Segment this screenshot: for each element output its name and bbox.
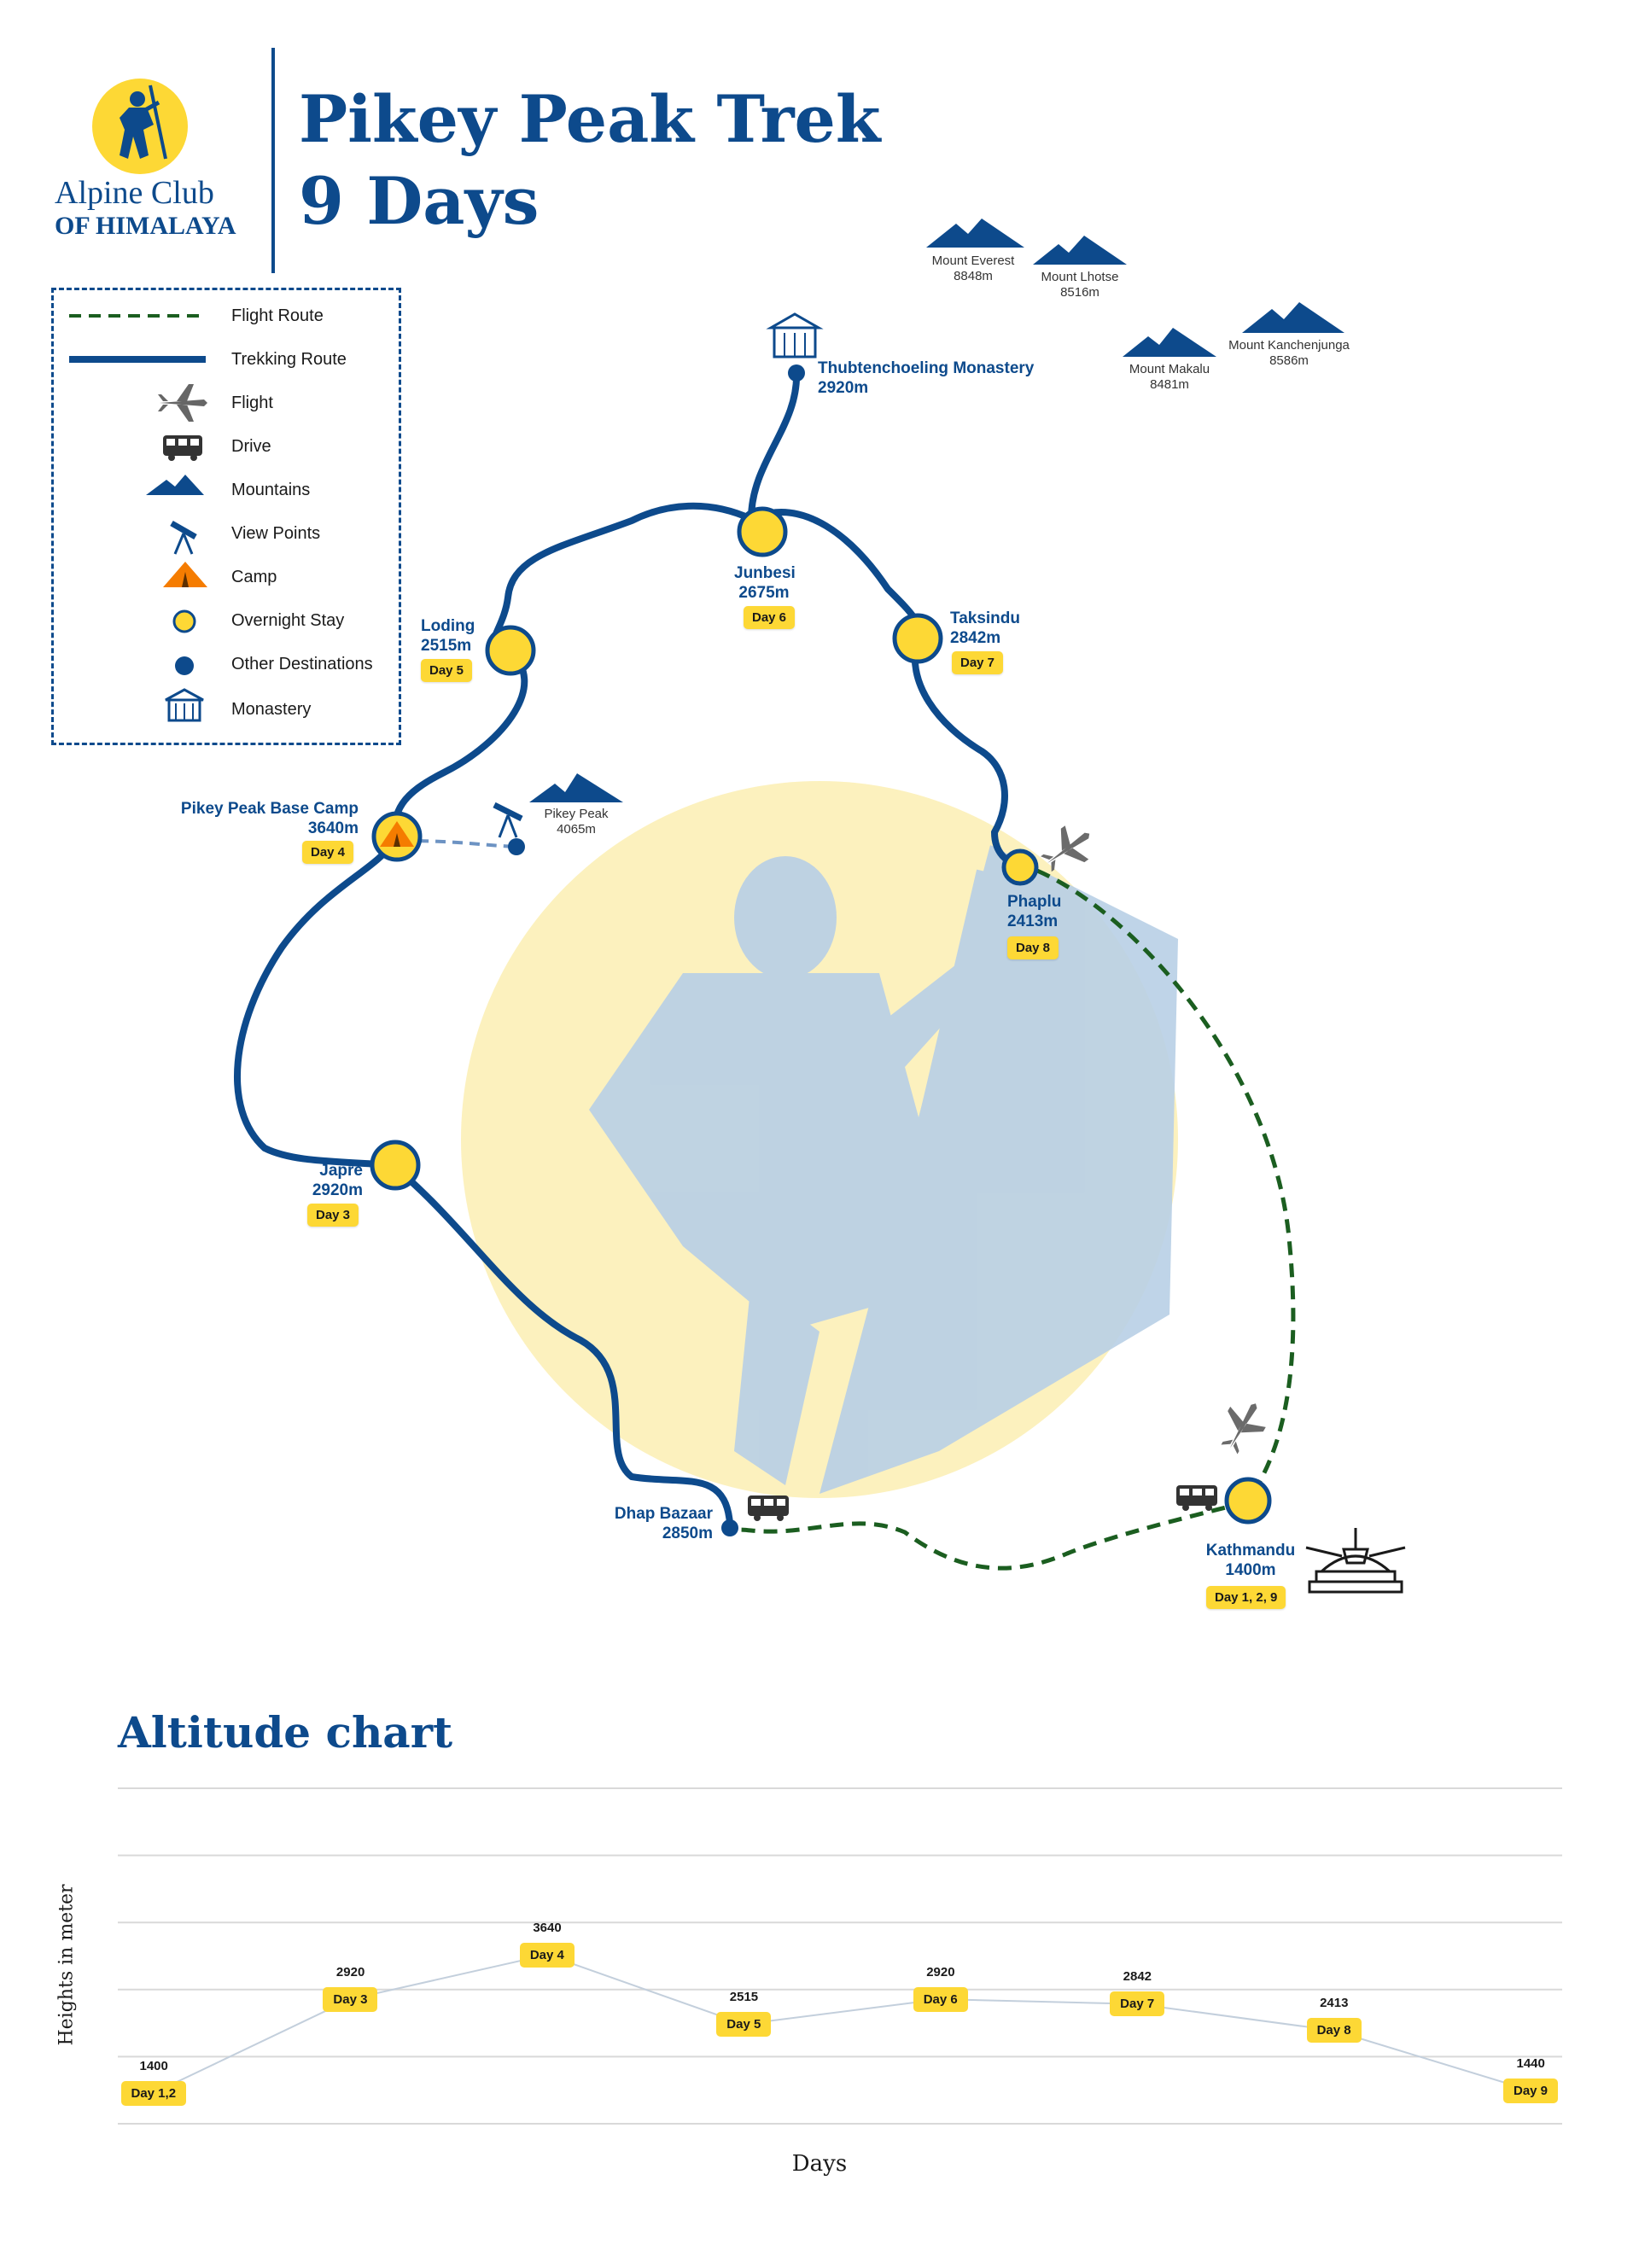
kanchenjunga-mountain-icon — [1242, 302, 1344, 333]
mountain-icon — [146, 475, 204, 495]
legend-label-mountains: Mountains — [231, 481, 311, 499]
junbesi-day-badge: Day 6 — [744, 606, 796, 629]
chart-day-label: Day 8 — [1306, 2018, 1362, 2044]
x-axis-label: Days — [791, 2151, 848, 2177]
monastery-icon — [165, 688, 204, 722]
kathmandu-marker[interactable] — [1224, 1477, 1272, 1525]
loding-day-badge: Day 5 — [421, 659, 473, 682]
chart-value-label: 1440 — [1516, 2055, 1545, 2071]
monastery-icon — [766, 312, 824, 359]
everest-mountain-icon — [926, 219, 1024, 248]
junbesi-marker[interactable] — [737, 506, 788, 557]
stupa-icon — [1305, 1528, 1406, 1594]
legend-label-view-points: View Points — [231, 524, 321, 543]
chart-day-label: Day 1,2 — [120, 2080, 187, 2106]
dhap-marker[interactable] — [721, 1519, 738, 1536]
makalu-mountain-icon — [1123, 328, 1216, 357]
altitude-line — [153, 1953, 1531, 2094]
legend-label-trekking-route: Trekking Route — [231, 350, 347, 369]
japre-marker[interactable] — [370, 1140, 421, 1191]
logo: Alpine Club OF HIMALAYA — [51, 77, 239, 248]
chart-value-label: 2413 — [1320, 1996, 1349, 2011]
logo-name: Alpine Club — [55, 175, 214, 211]
bus-icon — [163, 435, 202, 461]
bus-icon — [748, 1495, 789, 1521]
telescope-icon — [170, 520, 197, 555]
kathmandu-day-badge: Day 1, 2, 9 — [1206, 1586, 1286, 1609]
header-divider — [271, 48, 275, 273]
chart-day-label: Day 6 — [913, 1986, 968, 2012]
chart-day-label: Day 9 — [1503, 2078, 1559, 2103]
route-map — [234, 219, 1406, 1594]
chart-value-label: 2515 — [729, 1989, 759, 2004]
taksindu-day-badge: Day 7 — [952, 651, 1004, 674]
legend-label-overnight-stay: Overnight Stay — [231, 611, 345, 630]
chart-day-label: Day 3 — [323, 1986, 378, 2012]
altitude-chart — [118, 1787, 1562, 2125]
tent-icon — [380, 821, 414, 847]
plane-icon — [1041, 825, 1090, 872]
phaplu-marker[interactable] — [1001, 848, 1039, 886]
blue-dot-icon — [175, 656, 194, 675]
plane-icon — [1221, 1403, 1266, 1455]
taksindu-marker[interactable] — [892, 613, 943, 664]
japre-day-badge: Day 3 — [307, 1204, 359, 1227]
climber-silhouette — [589, 845, 1178, 1494]
loding-marker[interactable] — [485, 625, 536, 676]
chart-value-label: 2920 — [335, 1964, 365, 1979]
page-title-line2: 9 Days — [299, 163, 540, 239]
thubten-marker[interactable] — [788, 364, 805, 382]
legend-label-monastery: Monastery — [231, 700, 312, 719]
climber-logo-icon — [92, 79, 188, 174]
basecamp-day-badge: Day 4 — [302, 841, 354, 864]
legend-icons — [69, 314, 207, 722]
legend-label-camp: Camp — [231, 568, 277, 586]
chart-value-label: 2842 — [1123, 1969, 1152, 1985]
logo-subname: OF HIMALAYA — [55, 212, 236, 240]
chart-value-label: 3640 — [533, 1920, 562, 1935]
page-title-line1: Pikey Peak Trek — [299, 81, 881, 157]
altitude-chart-title: Altitude chart — [118, 1707, 453, 1758]
chart-value-label: 1400 — [139, 2058, 168, 2073]
flight-route — [729, 868, 1296, 1571]
pikey-peak-marker[interactable] — [508, 838, 525, 855]
y-axis-label: Heights in meter — [55, 1884, 78, 2046]
chart-day-label: Day 4 — [519, 1942, 575, 1968]
chart-day-label: Day 5 — [716, 2011, 772, 2037]
yellow-dot-icon — [172, 609, 196, 633]
telescope-icon — [493, 802, 523, 838]
chart-series-line — [153, 1953, 1531, 2094]
legend-label-other-destinations: Other Destinations — [231, 655, 373, 673]
map-legend: Flight Route Trekking Route Flight Drive… — [51, 288, 401, 745]
tent-icon — [163, 562, 207, 587]
chart-day-label: Day 7 — [1110, 1991, 1165, 2017]
legend-label-flight-route: Flight Route — [231, 306, 324, 325]
plane-icon — [158, 384, 207, 422]
pikey-peak-mountain-icon — [529, 773, 623, 802]
phaplu-day-badge: Day 8 — [1007, 936, 1059, 959]
bus-icon — [1176, 1485, 1217, 1511]
chart-value-label: 2920 — [926, 1964, 955, 1979]
lhotse-mountain-icon — [1033, 236, 1127, 265]
chart-gridlines — [118, 1787, 1562, 2125]
legend-label-flight: Flight — [231, 394, 273, 412]
legend-label-drive: Drive — [231, 437, 271, 456]
